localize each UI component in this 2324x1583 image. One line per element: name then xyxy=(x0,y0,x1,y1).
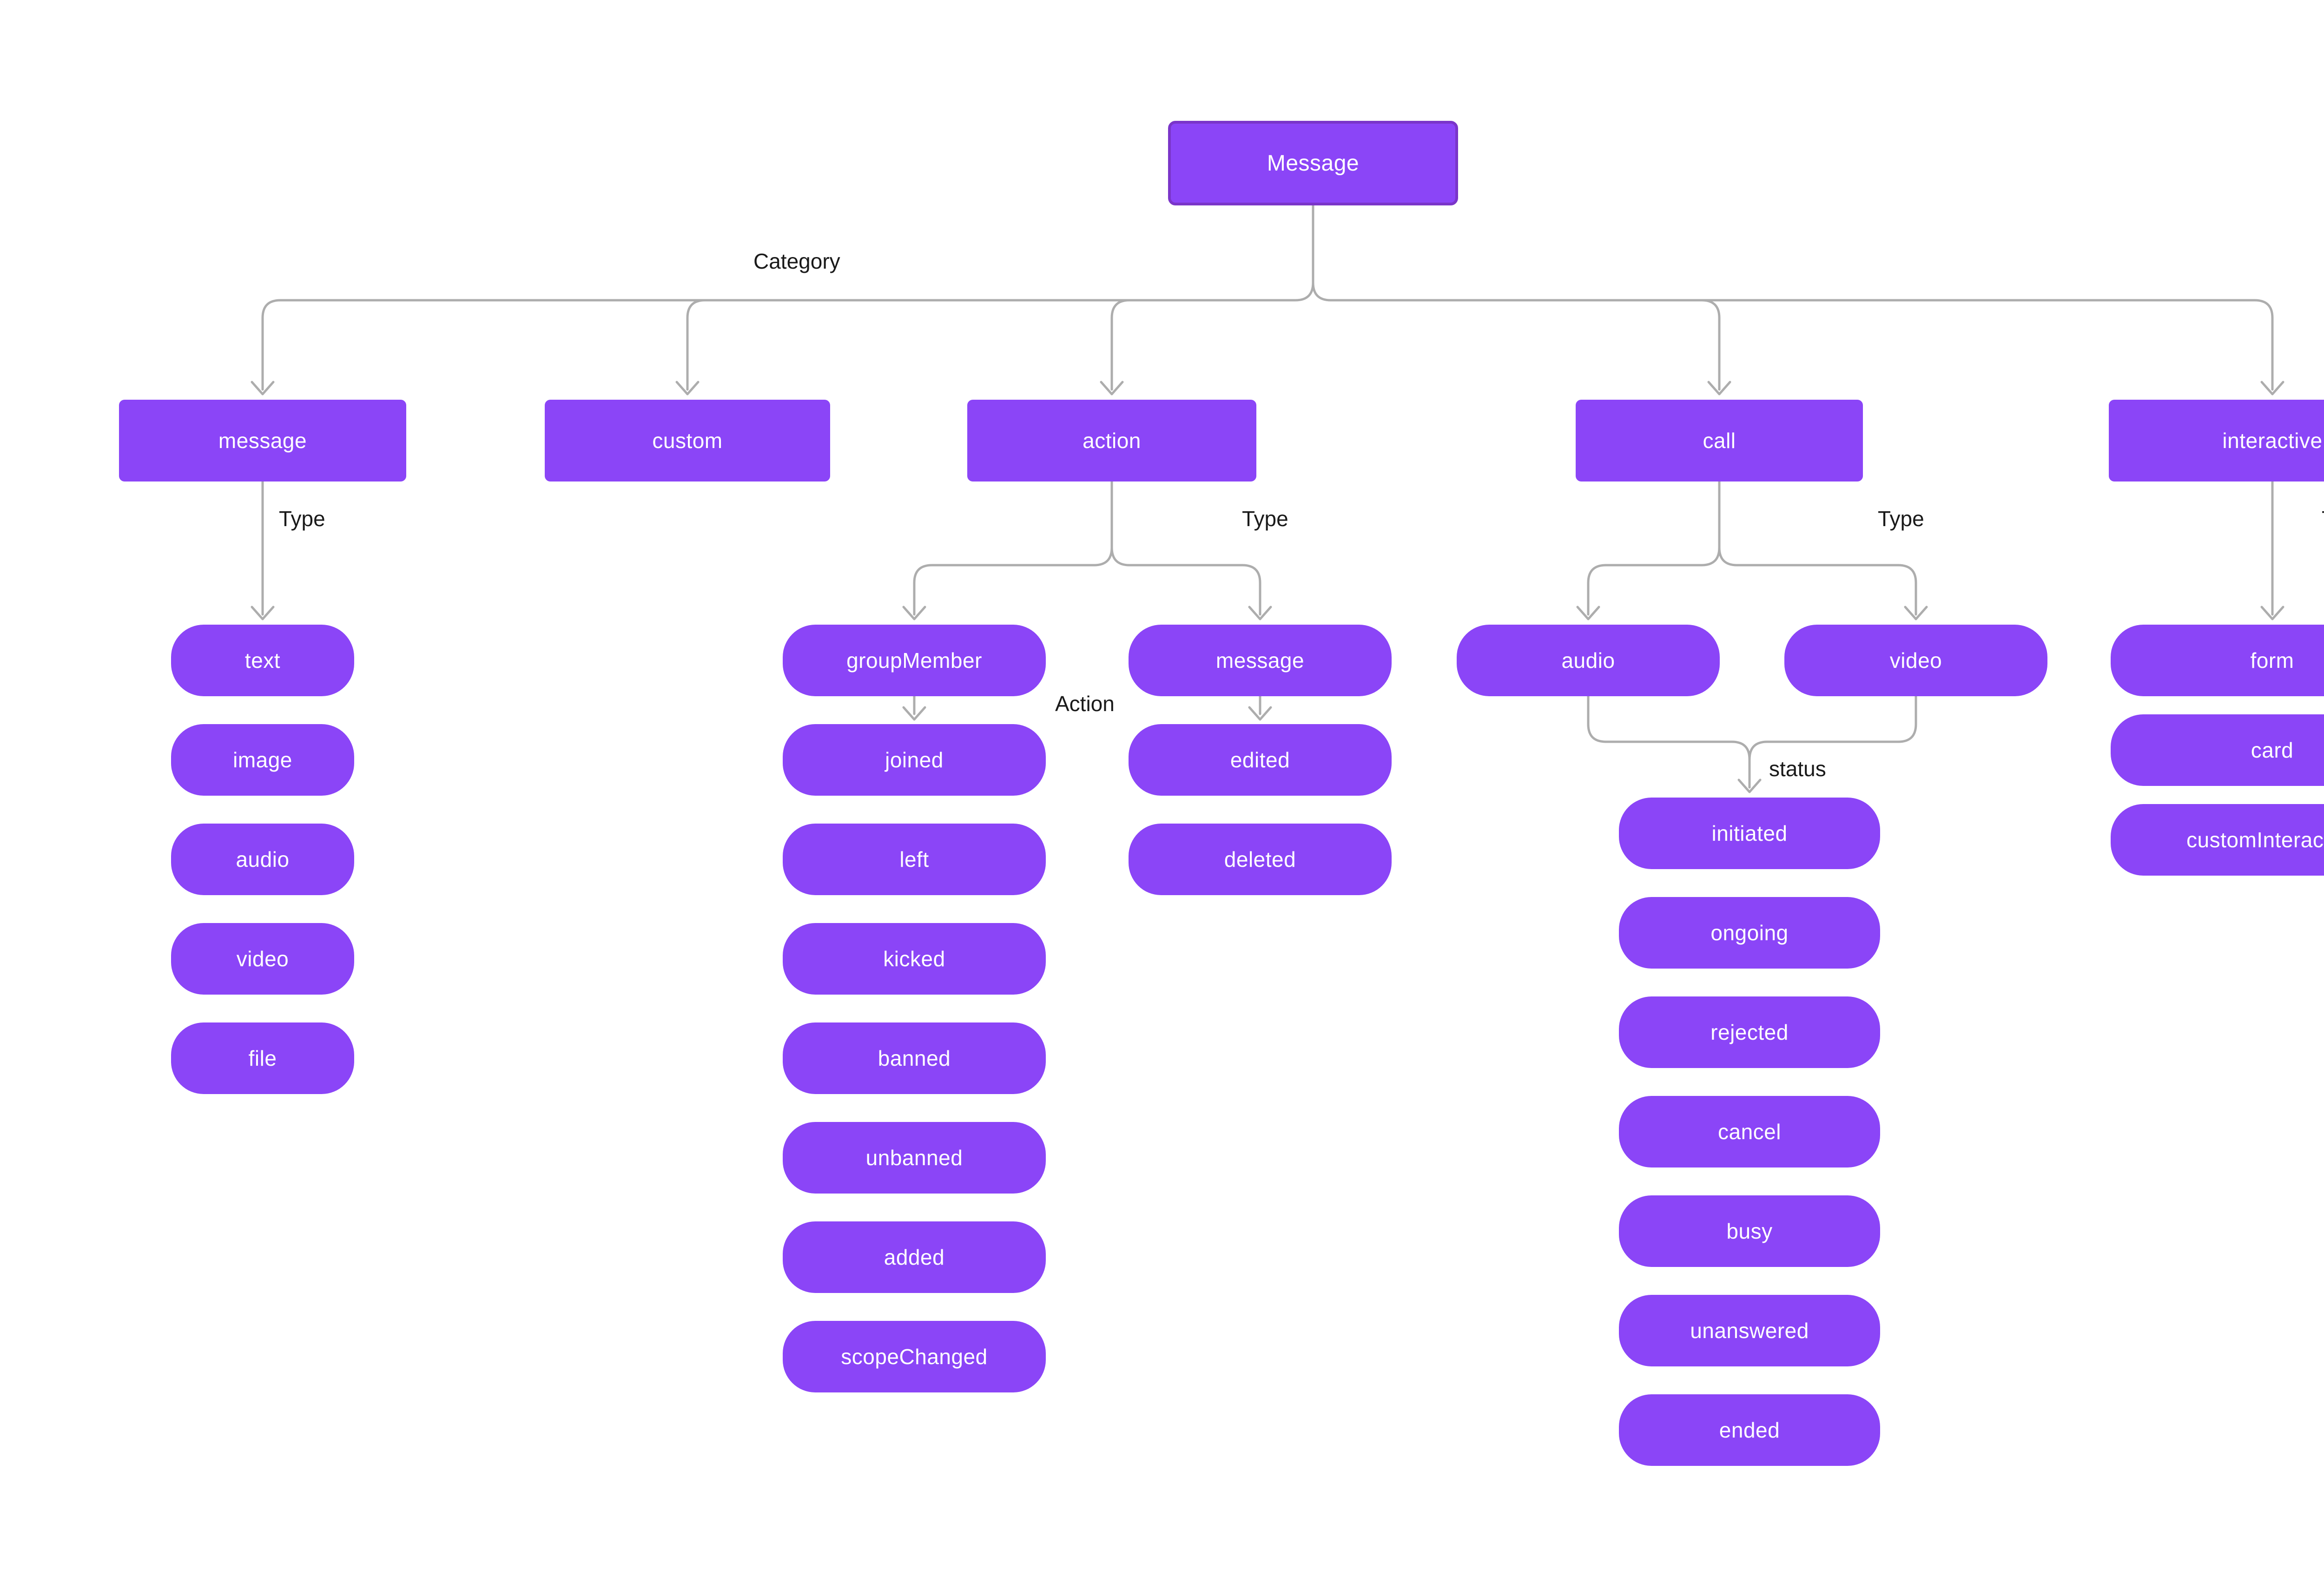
node-groupmember-action-left: left xyxy=(783,824,1046,895)
edge-bus-drop-action xyxy=(1110,299,1131,391)
edge-bus-drop-call xyxy=(1700,299,1721,391)
node-category-call: call xyxy=(1576,400,1863,481)
node-message-action-deleted: deleted xyxy=(1129,824,1392,895)
node-message-type-video: video xyxy=(171,923,354,995)
edge-action-split-left xyxy=(913,480,1113,616)
node-category-action: action xyxy=(967,400,1256,481)
node-groupmember-action-banned: banned xyxy=(783,1022,1046,1094)
node-message-type-audio: audio xyxy=(171,824,354,895)
node-interactive-type-form: form xyxy=(2111,625,2324,696)
edge-root-to-bus-right xyxy=(1312,204,2274,391)
node-call-type-audio: audio xyxy=(1457,625,1720,696)
arrowhead-type-groupmember xyxy=(902,606,926,620)
edge-label-action: Action xyxy=(1055,692,1115,716)
node-category-interactive: interactive xyxy=(2109,400,2324,481)
node-action-type-groupmember: groupMember xyxy=(783,625,1046,696)
node-call-type-video: video xyxy=(1784,625,2047,696)
edge-call-split-right xyxy=(1718,480,1917,616)
arrowhead-type-action-message xyxy=(1248,606,1272,620)
node-message-type-image: image xyxy=(171,724,354,796)
node-action-type-message: message xyxy=(1129,625,1392,696)
edge-action-split-right xyxy=(1110,480,1261,616)
arrowhead-type-audio xyxy=(1576,606,1600,620)
arrowhead-type-video xyxy=(1904,606,1928,620)
node-call-status-initiated: initiated xyxy=(1619,798,1880,869)
node-groupmember-action-joined: joined xyxy=(783,724,1046,796)
edge-root-to-bus-left xyxy=(261,204,1314,391)
edge-label-category: Category xyxy=(753,249,840,273)
node-category-message: message xyxy=(119,400,406,481)
node-groupmember-action-kicked: kicked xyxy=(783,923,1046,995)
arrowhead-category-interactive xyxy=(2260,381,2284,396)
node-category-custom: custom xyxy=(545,400,830,481)
edge-audio-to-status xyxy=(1587,695,1751,789)
node-message-action-edited: edited xyxy=(1129,724,1392,796)
arrowhead-category-action xyxy=(1100,381,1124,396)
node-call-status-busy: busy xyxy=(1619,1195,1880,1267)
edge-label-type-message: Type xyxy=(279,507,325,531)
arrowhead-action-joined xyxy=(902,706,926,721)
arrowhead-category-custom xyxy=(675,381,700,396)
node-groupmember-action-unbanned: unbanned xyxy=(783,1122,1046,1194)
arrowhead-type-form xyxy=(2260,606,2284,620)
node-message-root: Message xyxy=(1168,121,1458,205)
edge-call-split-left xyxy=(1587,480,1721,616)
node-call-status-rejected: rejected xyxy=(1619,996,1880,1068)
node-call-status-ended: ended xyxy=(1619,1394,1880,1466)
node-interactive-type-custominteractive: customInteractive xyxy=(2111,804,2324,876)
edge-label-type-interactive: Type xyxy=(2322,506,2324,532)
edge-video-to-status xyxy=(1748,695,1917,789)
node-message-type-text: text xyxy=(171,625,354,696)
arrowhead-category-message xyxy=(251,381,275,396)
arrowhead-type-text xyxy=(251,606,275,620)
edge-bus-drop-custom xyxy=(686,299,706,391)
edge-label-type-call: Type xyxy=(1878,507,1924,531)
arrowhead-category-call xyxy=(1707,381,1731,396)
edge-label-status: status xyxy=(1769,757,1826,781)
edge-label-type-action: Type xyxy=(1242,507,1288,531)
node-message-type-file: file xyxy=(171,1022,354,1094)
arrowhead-status-initiated xyxy=(1737,778,1762,793)
node-call-status-cancel: cancel xyxy=(1619,1096,1880,1167)
node-call-status-ongoing: ongoing xyxy=(1619,897,1880,969)
node-groupmember-action-scopechanged: scopeChanged xyxy=(783,1321,1046,1392)
arrowhead-action-edited xyxy=(1248,706,1272,721)
node-interactive-type-card: card xyxy=(2111,714,2324,786)
node-groupmember-action-added: added xyxy=(783,1221,1046,1293)
node-call-status-unanswered: unanswered xyxy=(1619,1295,1880,1366)
